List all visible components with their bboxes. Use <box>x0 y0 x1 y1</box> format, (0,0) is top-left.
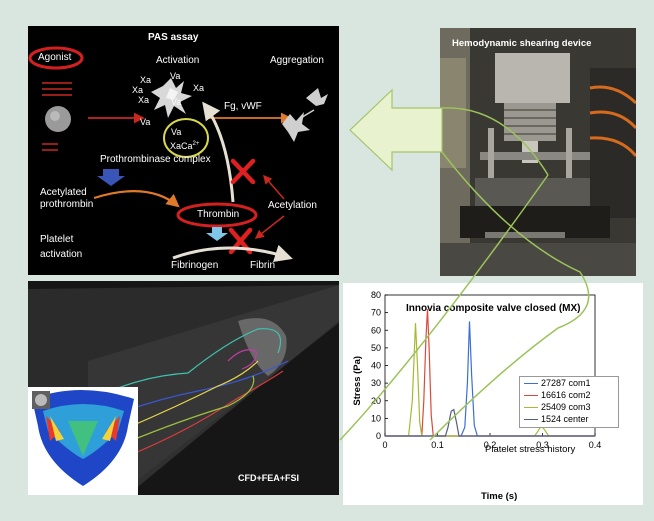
agonist-ellipse <box>28 46 84 70</box>
activation-label-2: activation <box>40 249 83 260</box>
fg-vwf-label: Fg, vWF <box>224 101 262 112</box>
activation-label: Activation <box>156 55 200 66</box>
legend-item: 27287 com1 <box>524 378 591 389</box>
y-tick-label: 20 <box>371 396 381 406</box>
y-tick-label: 10 <box>371 413 381 423</box>
xa-label: Xa <box>140 75 152 85</box>
agonist-label: Agonist <box>38 52 72 63</box>
aggregated-platelets <box>282 88 328 142</box>
xa-label: Xa <box>138 95 150 105</box>
legend-swatch <box>524 383 538 385</box>
y-tick-label: 80 <box>371 290 381 300</box>
chart-annotation: Platelet stress history <box>485 444 576 455</box>
thrombin-down-arrow <box>206 227 228 241</box>
activated-platelet <box>151 78 192 118</box>
prothrombinase-down-arrow <box>97 169 125 186</box>
prothrombinase-label: Prothrombinase complex <box>100 154 211 165</box>
va-label: Va <box>171 127 182 137</box>
aggregation-label: Aggregation <box>270 55 324 66</box>
prothrombinase-circle <box>163 118 209 158</box>
acetylation-arrow-down <box>254 215 285 239</box>
thrombin-ellipse <box>176 202 258 228</box>
acetylated-label-1: Acetylated <box>40 187 87 198</box>
thrombin-feedback-arrow <box>202 101 235 203</box>
device-title: Hemodynamic shearing device <box>452 38 592 49</box>
x-tick-label: 0.3 <box>536 440 549 450</box>
x-tick-label: 0.2 <box>484 440 497 450</box>
y-tick-label: 30 <box>371 378 381 388</box>
y-tick-label: 40 <box>371 361 381 371</box>
device-photo <box>440 28 636 276</box>
legend-swatch <box>524 419 538 421</box>
y-tick-label: 70 <box>371 308 381 318</box>
chart-title: Innovia composite valve closed (MX) <box>406 303 581 314</box>
pas-assay-panel: PAS assay Agonist Activation Aggregation… <box>28 26 339 275</box>
thrombin-label: Thrombin <box>197 209 240 220</box>
pas-title: PAS assay <box>148 32 199 43</box>
xa-ca-label: XaCa2+ <box>170 141 200 151</box>
legend-item: 1524 center <box>524 414 589 425</box>
xa-label: Xa <box>132 85 144 95</box>
y-tick-label: 50 <box>371 343 381 353</box>
chart-xlabel: Time (s) <box>481 491 518 502</box>
va-label: Va <box>140 117 151 127</box>
va-label: Va <box>171 97 182 107</box>
platelet-label: Platelet <box>40 234 74 245</box>
agonist-arrows <box>42 82 72 151</box>
cfd-graphics <box>28 285 339 495</box>
y-tick-label: 0 <box>376 431 381 441</box>
cfd-panel: CFD+FEA+FSI <box>28 281 339 495</box>
va-label: Va <box>170 71 181 81</box>
fibrinogen-label: Fibrinogen <box>171 260 219 271</box>
x-tick-label: 0.1 <box>431 440 444 450</box>
chart-ylabel: Stress (Pa) <box>352 355 364 406</box>
cfd-caption: CFD+FEA+FSI <box>238 473 300 483</box>
xa-label: Xa <box>193 83 205 93</box>
x-tick-label: 0.4 <box>589 440 602 450</box>
acetylation-arrow-up <box>263 174 285 200</box>
acetylation-label: Acetylation <box>268 200 317 211</box>
prothrombin-orange-arrow <box>93 190 180 208</box>
device-photo-panel: Hemodynamic shearing device <box>440 28 636 276</box>
prothrombin-label: prothrombin <box>40 199 94 210</box>
chart-legend: 27287 com1 16616 com2 25409 com3 1524 ce… <box>519 376 619 428</box>
stress-chart-panel: 0 10 20 30 40 50 60 70 80 0 0.1 0.2 0.3 0.4 Innovia c… <box>343 283 643 505</box>
legend-item: 25409 com3 <box>524 402 591 413</box>
big-green-arrow <box>349 88 443 172</box>
legend-swatch <box>524 395 538 397</box>
legend-item: 16616 com2 <box>524 390 591 401</box>
fibrinogen-arrow <box>172 244 293 262</box>
legend-swatch <box>524 407 538 409</box>
fibrin-label: Fibrin <box>250 260 276 271</box>
y-tick-label: 60 <box>371 325 381 335</box>
pas-diagram-graphics <box>28 46 328 262</box>
x-tick-label: 0 <box>382 440 387 450</box>
